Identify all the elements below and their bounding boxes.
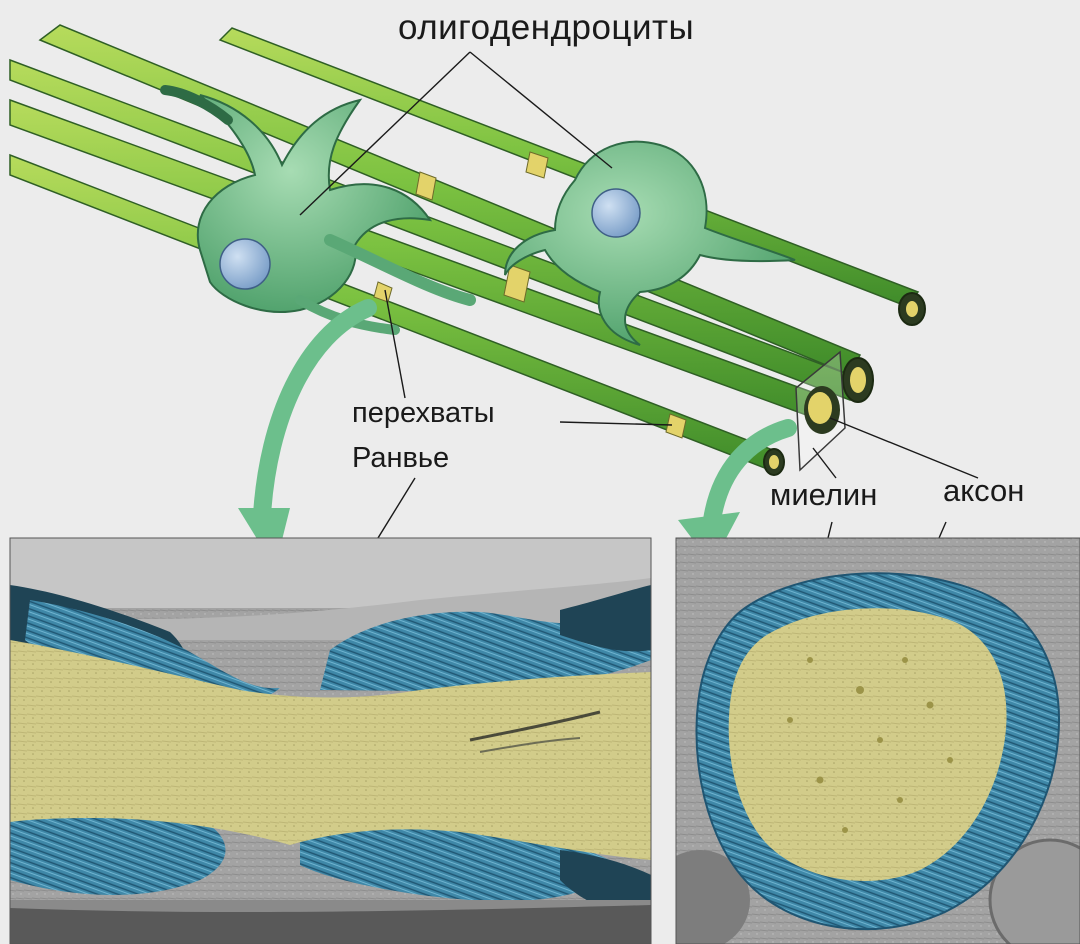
nucleus <box>220 239 270 289</box>
arrow-to-node-micrograph <box>238 308 368 568</box>
label-myelin: миелин <box>770 479 877 510</box>
node-of-ranvier-micrograph <box>10 538 651 944</box>
label-axon: аксон <box>943 475 1024 506</box>
nucleus <box>592 189 640 237</box>
label-oligodendrocytes: олигодендроциты <box>398 10 694 45</box>
myelinated-fiber <box>10 100 828 420</box>
oligodendrocyte-cell <box>165 90 470 330</box>
label-nodes-of-ranvier-line2: Ранвье <box>352 444 449 473</box>
axon-cross-section-micrograph <box>650 538 1080 944</box>
label-nodes-of-ranvier-line1: перехваты <box>352 399 495 428</box>
myelinated-fiber <box>40 25 860 375</box>
